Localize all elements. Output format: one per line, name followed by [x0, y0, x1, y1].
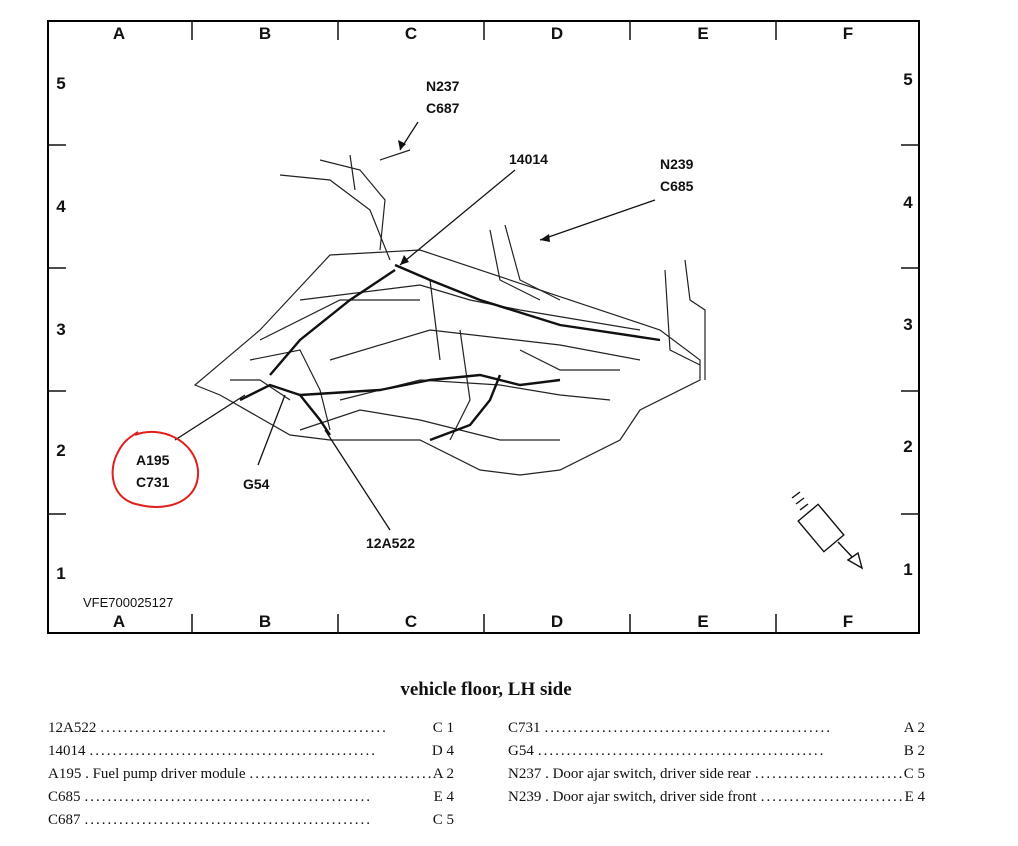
legend-location: A 2: [903, 720, 925, 736]
callout-n237-line2: C687: [426, 100, 460, 116]
row-label-left-5: 5: [56, 74, 66, 93]
grid-ticks: [47, 20, 920, 634]
legend-row: N237 . Door ajar switch, driver side rea…: [508, 763, 925, 786]
leader-dots: ........................................…: [84, 812, 373, 828]
red-circle-annotation: [111, 430, 200, 508]
legend-right: C731....................................…: [508, 717, 925, 809]
col-label-top-a: A: [112, 24, 126, 43]
legend-row: 12A522..................................…: [48, 717, 454, 740]
legend-label: C685: [48, 789, 81, 805]
callout-12a522: 12A522: [366, 535, 416, 551]
col-label-top-b: B: [258, 24, 272, 43]
legend-label: A195 . Fuel pump driver module: [48, 766, 246, 782]
callout-n239-line1: N239: [660, 156, 694, 172]
leader-dots: ........................................…: [84, 789, 373, 805]
row-label-left-3: 3: [56, 320, 66, 339]
col-label-top-c: C: [404, 24, 418, 43]
col-label-bottom-f: F: [842, 612, 854, 631]
leader-dots: ........................................…: [760, 789, 905, 805]
leader-dots: ........................................…: [100, 720, 388, 736]
legend-row: N239 . Door ajar switch, driver side fro…: [508, 786, 925, 809]
legend-label: 14014: [48, 743, 86, 759]
col-label-top-e: E: [697, 24, 709, 43]
col-label-bottom-e: E: [697, 612, 709, 631]
drawing-code: VFE700025127: [83, 595, 174, 610]
row-label-right-5: 5: [903, 70, 913, 89]
legend-left: 12A522..................................…: [48, 717, 454, 832]
row-label-right-3: 3: [903, 315, 913, 334]
col-label-bottom-c: C: [404, 612, 418, 631]
col-label-bottom-a: A: [112, 612, 126, 631]
row-label-right-1: 1: [903, 560, 913, 579]
legend-location: D 4: [431, 743, 454, 759]
legend-label: G54: [508, 743, 534, 759]
leader-arrowheads: [398, 140, 550, 265]
legend-label: N239 . Door ajar switch, driver side fro…: [508, 789, 757, 805]
row-label-left-2: 2: [56, 441, 66, 460]
page-title: vehicle floor, LH side: [400, 679, 572, 700]
legend-label: C687: [48, 812, 81, 828]
legend-location: A 2: [432, 766, 454, 782]
legend-location: C 5: [432, 812, 454, 828]
leader-dots: ........................................…: [544, 720, 833, 736]
callout-a195: A195 C731: [136, 449, 169, 493]
callout-14014: 14014: [509, 151, 548, 167]
legend-location: C 5: [903, 766, 925, 782]
legend-row: C685....................................…: [48, 786, 454, 809]
legend-location: C 1: [432, 720, 454, 736]
callout-n239: N239 C685: [660, 153, 693, 197]
legend-location: E 4: [433, 789, 454, 805]
legend-row: G54.....................................…: [508, 740, 925, 763]
row-label-right-4: 4: [903, 193, 913, 212]
col-label-top-d: D: [550, 24, 564, 43]
callout-a195-line2: C731: [136, 474, 170, 490]
legend-location: E 4: [904, 789, 925, 805]
legend-row: A195 . Fuel pump driver module..........…: [48, 763, 454, 786]
col-label-bottom-b: B: [258, 612, 272, 631]
leader-dots: ........................................…: [537, 743, 826, 759]
callout-n237: N237 C687: [426, 75, 459, 119]
leader-lines: [174, 121, 656, 531]
legend-location: B 2: [903, 743, 925, 759]
callout-a195-line1: A195: [136, 452, 170, 468]
legend-row: C687....................................…: [48, 809, 454, 832]
legend-row: 14014...................................…: [48, 740, 454, 763]
legend-label: 12A522: [48, 720, 97, 736]
leader-dots: ........................................…: [249, 766, 432, 782]
wiring-harness: [239, 263, 661, 442]
callout-n239-line2: C685: [660, 178, 694, 194]
legend-label: C731: [508, 720, 541, 736]
row-label-right-2: 2: [903, 437, 913, 456]
leader-dots: ........................................…: [89, 743, 377, 759]
leader-dots: ........................................…: [754, 766, 904, 782]
row-label-left-4: 4: [56, 197, 66, 216]
row-label-left-1: 1: [56, 564, 66, 583]
col-label-bottom-d: D: [550, 612, 564, 631]
floor-outline: [193, 149, 706, 476]
legend-label: N237 . Door ajar switch, driver side rea…: [508, 766, 751, 782]
legend-row: C731....................................…: [508, 717, 925, 740]
col-label-top-f: F: [842, 24, 854, 43]
callout-n237-line1: N237: [426, 78, 460, 94]
callout-g54: G54: [243, 476, 270, 492]
direction-arrow-icon: [791, 491, 864, 570]
